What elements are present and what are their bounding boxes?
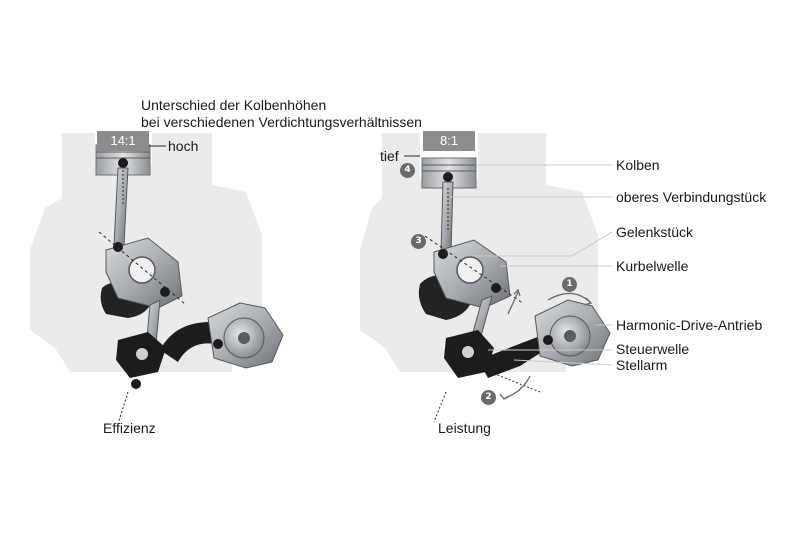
title-line-2: bei verschiedenen Verdichtungsverhältnis… [141, 114, 422, 130]
diagram-title: Unterschied der Kolbenhöhen bei verschie… [141, 97, 422, 131]
label-stellarm: Stellarm [616, 357, 668, 373]
title-line-1: Unterschied der Kolbenhöhen [141, 97, 327, 113]
motion-arrows-right [499, 288, 593, 400]
step-badge-3: 3 [411, 234, 426, 249]
piston-height-low-label: tief [380, 148, 399, 164]
label-gelenkstueck: Gelenkstück [616, 224, 694, 240]
guide-lines-left [98, 145, 186, 425]
actuator-arm-left [160, 322, 222, 362]
compression-ratio-left: 14:1 [97, 131, 149, 151]
step-badge-2: 2 [481, 390, 496, 405]
label-kurbelwelle: Kurbelwelle [616, 258, 689, 274]
label-oberes-verbindungstueck: oberes Verbindungstück [616, 189, 767, 205]
label-kolben: Kolben [616, 157, 660, 173]
pivot-left [131, 379, 141, 389]
efficiency-label: Effizienz [103, 420, 156, 436]
guide-lines-right [404, 155, 541, 423]
step-badge-1: 1 [562, 277, 577, 292]
connecting-rod-right [440, 181, 454, 253]
piston-height-high-label: hoch [168, 138, 199, 154]
harmonic-drive-left [207, 302, 284, 369]
link-plate-left [105, 237, 183, 309]
label-steuerwelle: Steuerwelle [616, 341, 690, 357]
actuator-arm-right [478, 336, 548, 378]
control-shaft-left [116, 332, 166, 378]
leader-lines-right [450, 164, 613, 366]
step-badge-4: 4 [400, 163, 415, 178]
label-harmonic-drive-antrieb: Harmonic-Drive-Antrieb [616, 317, 763, 333]
compression-ratio-right: 8:1 [423, 131, 475, 151]
performance-label: Leistung [438, 420, 491, 436]
link-plate-right [433, 239, 511, 309]
